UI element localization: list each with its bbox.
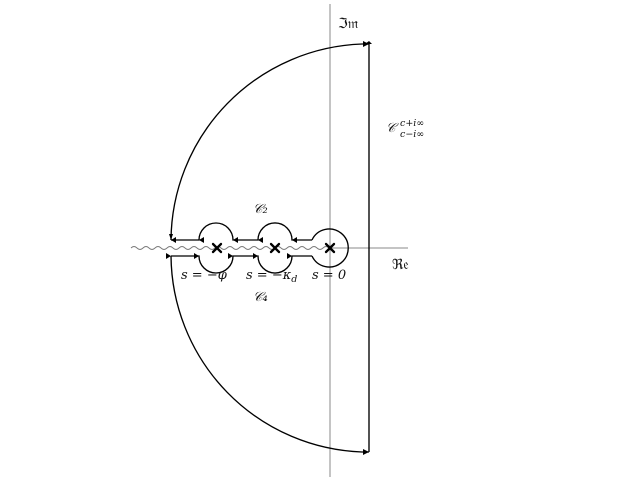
contour-c2-label: 𝒞₂	[253, 202, 268, 217]
arrow-lower-bump2	[253, 253, 258, 259]
real-axis-label: ℜ𝔢	[392, 257, 409, 273]
bromwich-label-superscript: c+i∞	[400, 118, 424, 129]
upper-corner-arrow	[363, 41, 369, 47]
pole-marker-phi	[211, 242, 223, 254]
pole-label-kappa-main: s = −κ	[246, 268, 292, 283]
upper-arc	[170, 43, 369, 241]
upper-keyhole-path	[171, 222, 312, 241]
lower-arc	[170, 255, 369, 453]
pole-label-origin: s = 0	[312, 268, 346, 283]
arrow-upper-mid	[233, 237, 238, 243]
pole-marker-kappa	[269, 242, 281, 254]
bromwich-label-symbol: 𝒞	[386, 121, 399, 136]
arrow-upper-left	[171, 237, 176, 243]
arrow-upper-bump2	[258, 237, 263, 243]
branch-cut	[130, 246, 330, 250]
origin-circle	[311, 228, 349, 268]
upper-arc-arrow	[169, 234, 173, 240]
contour-c4-label: 𝒞₄	[253, 290, 268, 305]
pole-label-kappa: s = −κd	[246, 268, 297, 285]
arrow-lower-bump1	[194, 253, 199, 259]
imaginary-axis-label: ℑ𝔪	[338, 16, 359, 32]
arrow-lower-left	[166, 253, 171, 259]
arrow-lower-mid	[228, 253, 233, 259]
pole-label-phi: s = −φ	[181, 268, 228, 283]
pole-marker-origin	[324, 242, 336, 254]
lower-corner-arrow	[363, 449, 369, 455]
arrow-lower-right	[287, 253, 292, 259]
arrow-upper-bump1	[199, 237, 204, 243]
arrow-upper-right	[292, 237, 297, 243]
pole-label-kappa-sub: d	[291, 274, 297, 285]
bromwich-label-subscript: c−i∞	[400, 129, 424, 140]
lower-keyhole-path	[171, 255, 312, 274]
